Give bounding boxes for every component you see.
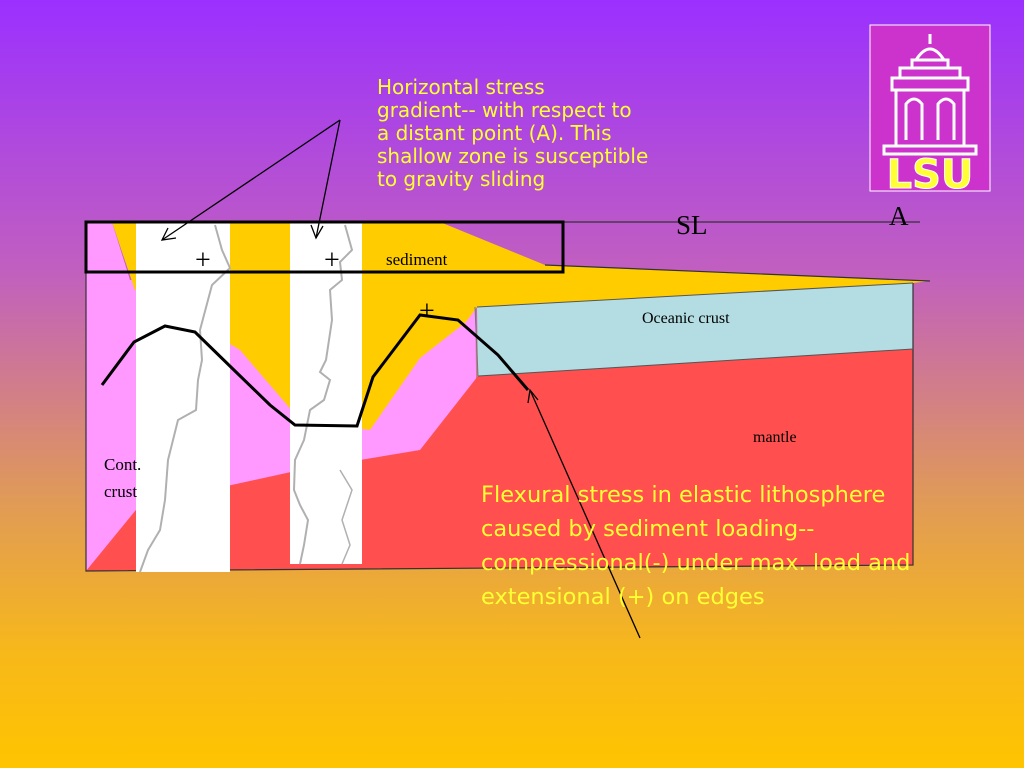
plus-sign-right: + [419, 296, 435, 327]
horizontal-stress-note: Horizontal stress gradient-- with respec… [377, 75, 649, 191]
arrow-to-flexure [529, 389, 641, 639]
cont-crust-label-line1: Cont. [104, 455, 141, 474]
mantle-label: mantle [753, 429, 797, 446]
fault-trace-right [292, 224, 354, 565]
point-a-label: A [889, 201, 909, 231]
cont-crust-label-line2: crust [104, 482, 137, 501]
plus-sign-middle: + [324, 245, 340, 276]
lsu-logo-text: LSU [887, 152, 974, 198]
arrowhead-right-strip [310, 224, 324, 240]
oceanic-crust-layer [477, 283, 913, 376]
fracture-strip-left [136, 222, 230, 572]
sediment-label: sediment [386, 250, 448, 269]
fault-trace-right-branch [339, 469, 353, 565]
arrowhead-left-strip [160, 227, 177, 241]
arrow-to-right-strip [315, 119, 341, 239]
arrowhead-flexure [527, 388, 539, 404]
lsu-logo: LSU [869, 24, 991, 199]
oceanic-crust-label: Oceanic crust [642, 310, 730, 327]
arrow-to-left-strip [161, 119, 341, 241]
section-outline [85, 222, 914, 572]
shallow-zone-box [84, 220, 565, 274]
flexure-curve [100, 313, 530, 428]
plus-sign-left: + [195, 245, 211, 276]
sediment-top-line [544, 264, 931, 282]
crust-boundary-line [474, 306, 479, 377]
oceanic-crust-base-outline [477, 348, 914, 377]
sea-level-label: SL [676, 210, 708, 240]
oceanic-crust-top-outline [476, 282, 914, 308]
tower-icon [882, 34, 978, 156]
fault-trace-left [139, 224, 232, 573]
flexural-stress-note: Flexural stress in elastic lithosphere c… [481, 482, 911, 610]
